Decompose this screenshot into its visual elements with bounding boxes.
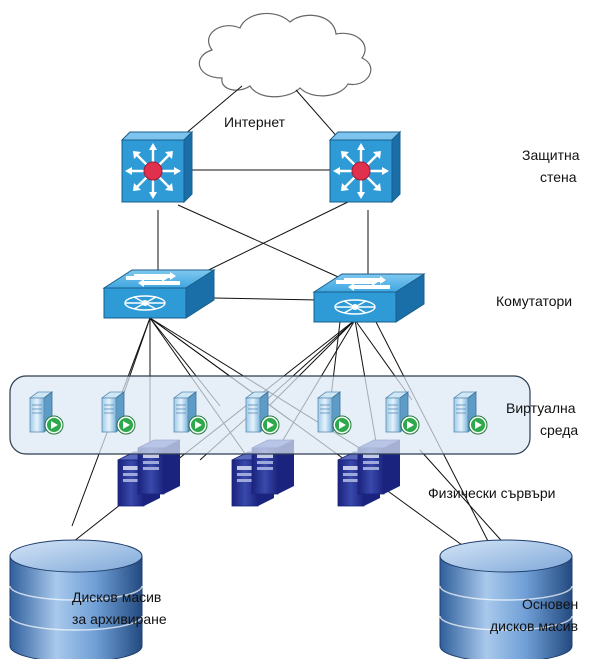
internet-label: Интернет <box>224 114 286 130</box>
virtual-label-line1: Виртуална <box>506 400 576 416</box>
firewall-right-icon <box>328 130 402 204</box>
virtual-environment-band <box>9 375 531 455</box>
backup-storage-label-line1: Дисков масив <box>72 589 162 605</box>
cloud-icon <box>198 12 372 98</box>
virtual-label-line2: среда <box>540 422 579 438</box>
backup-storage-label-line2: за архивиране <box>72 611 167 627</box>
primary-storage-label-line1: Основен <box>522 596 579 612</box>
switches-label: Комутатори <box>496 293 573 309</box>
firewall-left-icon <box>120 130 194 204</box>
switch-left-icon <box>103 269 215 319</box>
primary-storage-label-line2: дисков масив <box>490 618 579 634</box>
physical-servers-label: Физически сървъри <box>428 485 556 501</box>
firewall-label-line2: стена <box>540 169 577 185</box>
backup-storage-icon <box>9 539 143 659</box>
firewall-label-line1: Защитна <box>522 147 580 163</box>
switch-right-icon <box>313 273 425 323</box>
primary-storage-icon <box>439 539 573 659</box>
